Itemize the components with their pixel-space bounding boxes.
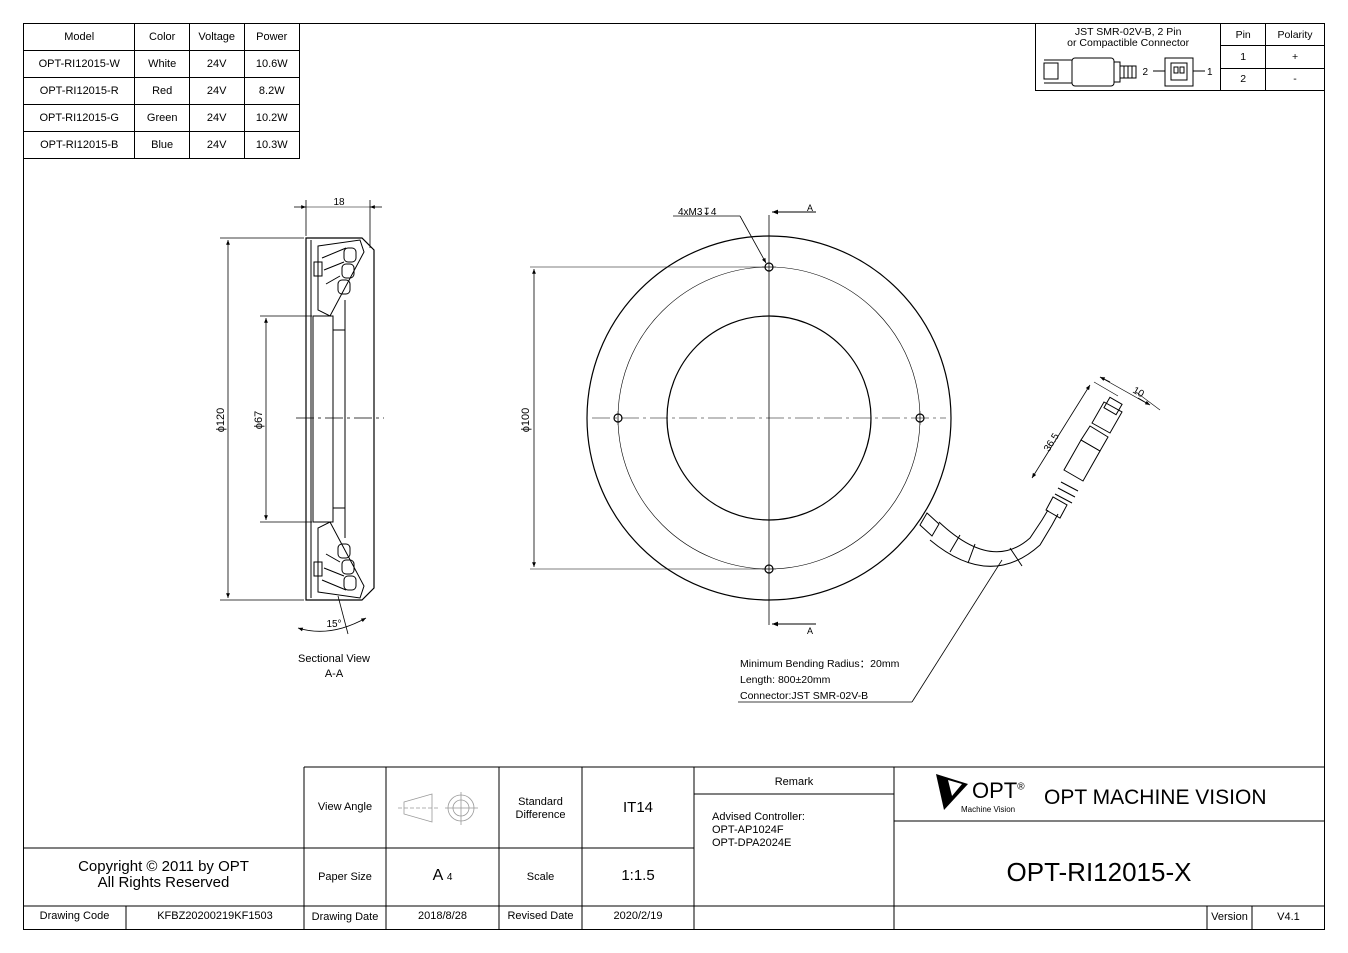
cable-note: Minimum Bending Radius：20mm xyxy=(740,658,900,670)
dim-angle: 15° xyxy=(326,619,341,630)
remark-label: Remark xyxy=(774,776,814,788)
copyright: Copyright © 2011 by OPT All Rights Reser… xyxy=(23,859,304,891)
dim-width: 18 xyxy=(333,197,345,208)
spec-cell: 24V xyxy=(188,131,245,159)
dim-inner-diameter: ϕ67 xyxy=(253,411,265,429)
cable xyxy=(919,396,1123,567)
spec-cell: OPT-RI12015-G xyxy=(22,104,136,132)
table-row: JST SMR-02V-B, 2 Pin or Compactible Conn… xyxy=(1034,22,1325,91)
section-mark-top: A xyxy=(807,203,813,213)
standard-difference-value: IT14 xyxy=(622,799,653,816)
copyright-line: All Rights Reserved xyxy=(97,874,230,891)
logo-wordmark: OPT xyxy=(972,778,1018,803)
version-label: Version xyxy=(1211,911,1248,923)
connector-title-line: or Compactible Connector xyxy=(1067,37,1190,49)
paper-size-value: A 4 xyxy=(386,867,499,885)
spec-cell: 24V xyxy=(188,104,245,132)
connector-icon xyxy=(1043,57,1205,87)
section-caption-label: A-A xyxy=(325,668,344,680)
spec-header-row: Model Color Voltage Power xyxy=(22,23,300,51)
spec-cell: 24V xyxy=(188,50,245,78)
drawing-code-value: KFBZ20200219KF1503 xyxy=(157,910,273,922)
drawing-date-value: 2018/8/28 xyxy=(418,910,467,922)
drawing-code-label: Drawing Code xyxy=(39,910,110,922)
spec-cell: Green xyxy=(134,104,190,132)
table-row: OPT-RI12015-R Red 24V 8.2W xyxy=(22,77,300,105)
table-row: 2 - xyxy=(1036,67,1325,92)
remark-line: OPT-AP1024F xyxy=(712,824,784,836)
mounting-hole xyxy=(613,411,623,425)
copyright-line: Copyright © 2011 by OPT xyxy=(78,858,249,875)
title-block-frame xyxy=(23,766,1325,930)
drawing-sheet xyxy=(23,23,1325,930)
polarity-header: Polarity xyxy=(1265,22,1325,47)
table-row: OPT-RI12015-G Green 24V 10.2W xyxy=(22,104,300,132)
spec-cell: 10.3W xyxy=(243,131,300,159)
remark-text: Advised Controller: OPT-AP1024F OPT-DPA2… xyxy=(712,811,805,850)
connector-pin-label-2: 2 xyxy=(1142,67,1148,78)
spec-cell: White xyxy=(134,50,190,78)
connector-pin-label-1: 1 xyxy=(1207,67,1213,78)
dim-pcd: ϕ100 xyxy=(520,408,532,433)
sectional-view xyxy=(220,200,384,635)
projection-angle-icon xyxy=(398,792,478,825)
spec-header: Voltage xyxy=(188,23,245,51)
spec-cell: 24V xyxy=(188,77,245,105)
spec-cell: 10.6W xyxy=(243,50,300,78)
table-row: 1 + xyxy=(1036,45,1325,69)
polarity-cell: - xyxy=(1265,67,1325,92)
spec-cell: OPT-RI12015-B xyxy=(22,131,136,159)
section-caption: Sectional View xyxy=(298,653,370,665)
paper-size-letter: A xyxy=(432,867,443,884)
logo-subtitle: Machine Vision xyxy=(961,805,1016,814)
spec-cell: OPT-RI12015-R xyxy=(22,77,136,105)
front-view xyxy=(530,209,1161,703)
connector-table: JST SMR-02V-B, 2 Pin or Compactible Conn… xyxy=(1034,22,1325,92)
dim-connector-width: 10 xyxy=(1131,385,1147,400)
spec-cell: Blue xyxy=(134,131,190,159)
remark-line: OPT-DPA2024E xyxy=(712,837,792,849)
connector-illustration-cell: JST SMR-02V-B, 2 Pin or Compactible Conn… xyxy=(1034,23,1222,91)
section-mark-bottom: A xyxy=(807,626,813,636)
table-row: OPT-RI12015-W White 24V 10.6W xyxy=(22,50,300,78)
cable-note: Connector:JST SMR-02V-B xyxy=(740,690,868,702)
connector-title: JST SMR-02V-B, 2 Pin or Compactible Conn… xyxy=(1036,24,1220,49)
logo-registered-mark: ® xyxy=(1017,781,1025,793)
remark-line: Advised Controller: xyxy=(712,811,805,823)
company-name: OPT MACHINE VISION xyxy=(1044,786,1267,809)
cable-note: Length: 800±20mm xyxy=(740,674,831,686)
spec-header: Color xyxy=(134,23,190,51)
scale-value: 1:1.5 xyxy=(621,867,655,884)
dim-outer-diameter: ϕ120 xyxy=(215,408,227,433)
paper-size-number: 4 xyxy=(446,872,453,883)
standard-difference-label: Standard Difference xyxy=(515,796,566,821)
opt-logo-icon xyxy=(936,774,968,810)
revised-date-label: Revised Date xyxy=(507,910,574,922)
drawing-date-label: Drawing Date xyxy=(311,911,379,923)
version-value: V4.1 xyxy=(1277,911,1300,923)
view-angle-label: View Angle xyxy=(317,801,373,813)
revised-date-value: 2020/2/19 xyxy=(613,910,663,922)
paper-size-label: Paper Size xyxy=(318,871,372,883)
spec-table: Model Color Voltage Power OPT-RI12015-W … xyxy=(22,23,300,159)
mounting-hole xyxy=(915,411,925,425)
part-number: OPT-RI12015-X xyxy=(1006,857,1192,887)
pin-cell: 2 xyxy=(1220,67,1267,92)
scale-label: Scale xyxy=(526,871,555,883)
table-row: OPT-RI12015-B Blue 24V 10.3W xyxy=(22,131,300,159)
hole-callout: 4xM3↧4 xyxy=(678,207,717,218)
connector-title-line: JST SMR-02V-B, 2 Pin xyxy=(1074,26,1182,38)
logo-text: OPT® xyxy=(972,778,1025,804)
